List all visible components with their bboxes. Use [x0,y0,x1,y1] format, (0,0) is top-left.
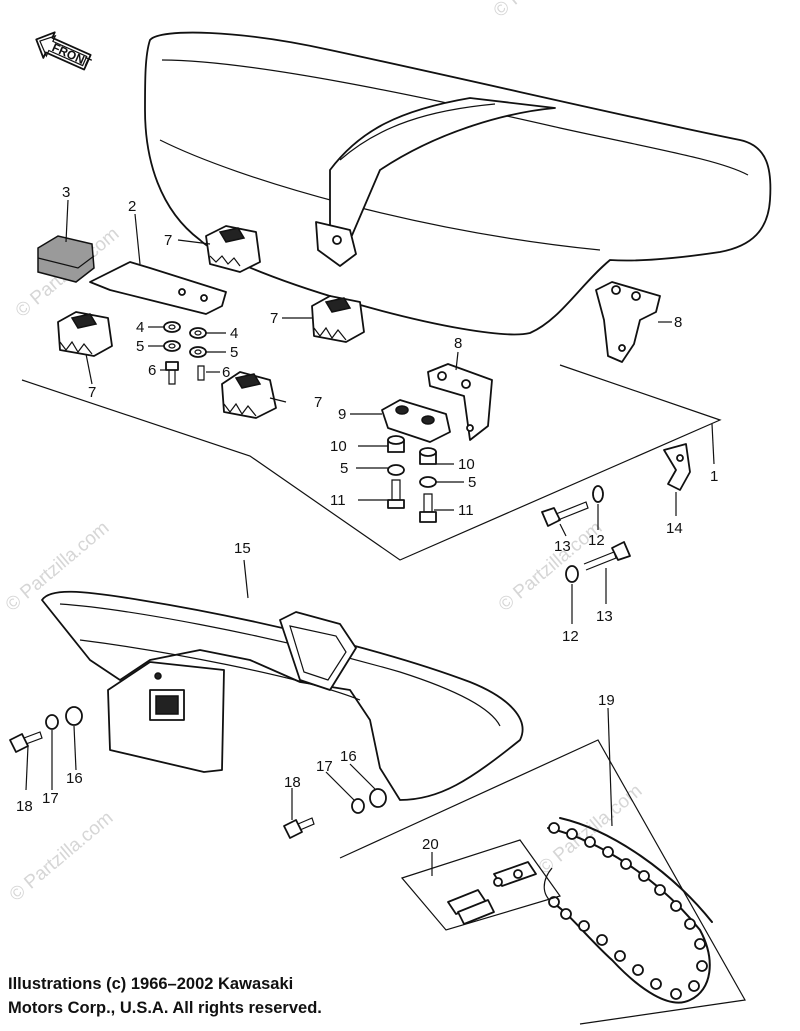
callout-5: 5 [136,338,144,355]
copyright-line-2: Motors Corp., U.S.A. All rights reserved… [8,999,322,1017]
callout-5: 5 [340,460,348,477]
hardware-guard-left [9,706,83,753]
master-link-20 [400,839,561,931]
callout-5: 5 [230,344,238,361]
rubber-block-7-mid [311,295,365,343]
rubber-block-3 [37,235,95,283]
callout-11: 11 [330,492,346,509]
leader-lines [25,199,715,876]
drive-chain-19 [543,817,713,1004]
rubber-block-7-bottom [221,371,277,419]
hinge-bracket-8-center [427,363,493,441]
chain-links [548,822,708,1000]
callout-17: 17 [42,790,59,807]
callout-12: 12 [588,532,605,549]
callout-14: 14 [666,520,683,537]
callout-8: 8 [454,335,462,352]
seat [144,31,772,336]
hardware-guard-right [283,788,387,839]
callout-1: 1 [710,468,718,485]
rubber-block-7-left [57,311,113,357]
callout-13: 13 [554,538,571,555]
callout-6: 6 [222,364,230,381]
callout-16: 16 [66,770,83,787]
callout-17: 17 [316,758,333,775]
bolts-13 [541,485,631,583]
hinge-plate-9 [381,399,451,443]
callout-4: 4 [136,319,144,336]
callout-7: 7 [164,232,172,249]
callout-16: 16 [340,748,357,765]
chain-guard-15 [41,590,524,801]
callout-9: 9 [338,406,346,423]
callout-18: 18 [16,798,33,815]
callout-20: 20 [422,836,439,853]
rubber-block-7-top [205,225,261,273]
callout-7: 7 [270,310,278,327]
hinge-bracket-8-right [595,281,661,363]
seat-bracket-2 [89,261,227,315]
callout-7: 7 [314,394,322,411]
copyright-notice: Illustrations (c) 1966–2002 Kawasaki Mot… [8,972,568,1020]
callout-12: 12 [562,628,579,645]
seat-assembly-boundary [21,364,722,561]
chain-assembly-boundary [339,739,746,1025]
callout-4: 4 [230,325,238,342]
callout-18: 18 [284,774,301,791]
callout-6: 6 [148,362,156,379]
watermark: © Partzilla.com [490,0,602,22]
front-arrow-label: FRONT [50,40,94,70]
callout-7: 7 [88,384,96,401]
copyright-line-1: Illustrations (c) 1966–2002 Kawasaki [8,975,294,993]
callout-13: 13 [596,608,613,625]
callout-3: 3 [62,184,70,201]
hardware-left [163,321,207,385]
callout-19: 19 [598,692,615,709]
clip-14 [663,443,691,491]
front-arrow-icon: FRONT [35,31,94,71]
watermark: © Partzilla.com [6,807,118,905]
callout-15: 15 [234,540,251,557]
callouts: 1 2 3 4 4 5 5 5 5 6 6 7 7 7 7 8 8 9 10 1… [16,184,718,853]
callout-11: 11 [458,502,474,519]
callout-2: 2 [128,198,136,215]
callout-10: 10 [330,438,347,455]
callout-10: 10 [458,456,475,473]
hardware-center [387,435,437,523]
callout-8: 8 [674,314,682,331]
callout-5: 5 [468,474,476,491]
